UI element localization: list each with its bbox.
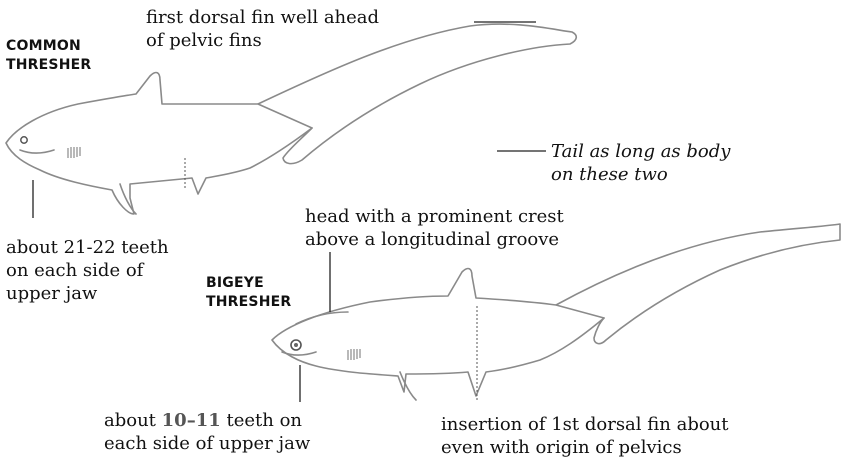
bigeye-thresher-label-line1: BIGEYE bbox=[206, 274, 291, 293]
common-thresher-illustration bbox=[6, 24, 576, 214]
common-teeth-annotation-line2: on each side of bbox=[6, 259, 169, 282]
bigeye-thresher-body bbox=[272, 269, 604, 396]
bigeye-teeth-suffix: teeth on bbox=[227, 410, 303, 431]
bigeye-teeth-annotation-line2: each side of upper jaw bbox=[104, 432, 310, 455]
tail-length-annotation-line2: on these two bbox=[551, 163, 730, 186]
bigeye-teeth-number: 10–11 bbox=[162, 410, 221, 431]
bigeye-teeth-annotation: about 10–11 teeth on each side of upper … bbox=[104, 409, 310, 455]
bigeye-thresher-label-line2: THRESHER bbox=[206, 293, 291, 312]
insertion-annotation-line2: even with origin of pelvics bbox=[441, 436, 729, 459]
head-crest-annotation-line1: head with a prominent crest bbox=[305, 205, 564, 228]
common-thresher-label: COMMON THRESHER bbox=[6, 37, 91, 75]
common-teeth-annotation-line3: upper jaw bbox=[6, 282, 169, 305]
bigeye-thresher-label: BIGEYE THRESHER bbox=[206, 274, 291, 312]
common-thresher-eye bbox=[21, 137, 27, 143]
bigeye-teeth-annotation-line1: about 10–11 teeth on bbox=[104, 409, 310, 432]
dorsal-fin-annotation-line1: first dorsal fin well ahead bbox=[146, 6, 379, 29]
bigeye-thresher-pupil bbox=[294, 343, 298, 347]
common-thresher-body bbox=[6, 73, 312, 214]
tail-length-annotation: Tail as long as body on these two bbox=[551, 140, 730, 186]
common-thresher-label-line2: THRESHER bbox=[6, 56, 91, 75]
dorsal-fin-annotation: first dorsal fin well ahead of pelvic fi… bbox=[146, 6, 379, 52]
bigeye-thresher-tail bbox=[556, 224, 840, 344]
insertion-annotation-line1: insertion of 1st dorsal fin about bbox=[441, 413, 729, 436]
head-crest-annotation-line2: above a longitudinal groove bbox=[305, 228, 564, 251]
head-crest-annotation: head with a prominent crest above a long… bbox=[305, 205, 564, 251]
dorsal-fin-annotation-line2: of pelvic fins bbox=[146, 29, 379, 52]
insertion-annotation: insertion of 1st dorsal fin about even w… bbox=[441, 413, 729, 459]
tail-length-annotation-line1: Tail as long as body bbox=[551, 140, 730, 163]
common-teeth-annotation: about 21-22 teeth on each side of upper … bbox=[6, 236, 169, 305]
bigeye-teeth-prefix: about bbox=[104, 410, 156, 431]
common-thresher-label-line1: COMMON bbox=[6, 37, 91, 56]
common-teeth-annotation-line1: about 21-22 teeth bbox=[6, 236, 169, 259]
